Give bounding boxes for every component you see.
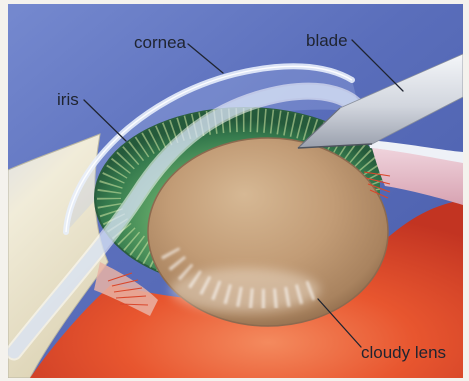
label-blade: blade (306, 31, 348, 50)
label-cloudy-lens: cloudy lens (361, 343, 446, 362)
label-iris: iris (57, 90, 79, 109)
illustration-area (8, 4, 463, 378)
label-cornea: cornea (134, 33, 187, 52)
